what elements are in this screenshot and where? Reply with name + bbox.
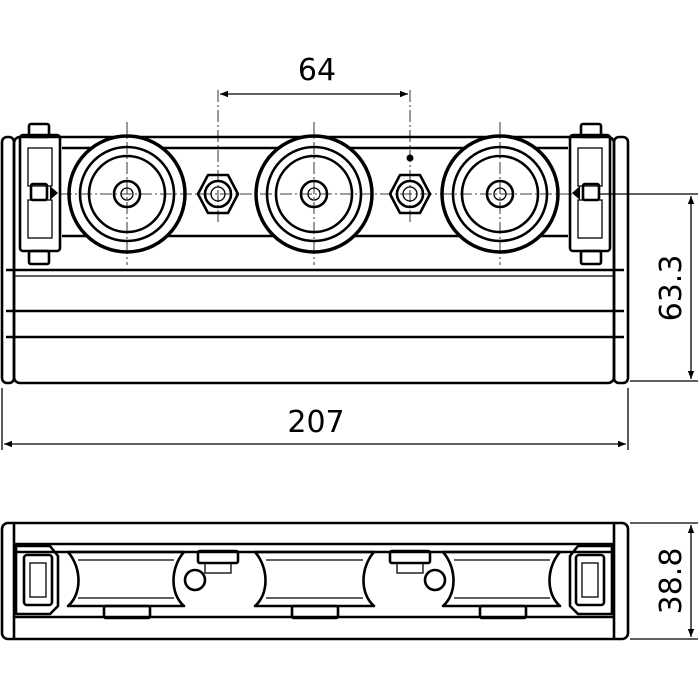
dimension-overall-length: 207 <box>1 388 629 450</box>
front-nut-left <box>183 549 240 592</box>
dimension-pitch: 64 <box>220 53 408 98</box>
hex-nut-right <box>388 154 432 215</box>
front-nut-right <box>388 549 447 592</box>
front-wheel-center <box>253 550 376 620</box>
front-left-end-block <box>14 544 60 616</box>
right-end-cap <box>612 135 630 385</box>
left-end-cap <box>0 135 16 385</box>
dimension-label-height: 63.3 <box>654 255 689 322</box>
dimension-height: 63.3 <box>600 193 698 382</box>
front-view <box>0 521 630 641</box>
front-body <box>0 521 630 641</box>
front-right-end-block <box>568 544 614 616</box>
dimension-label-overall-length: 207 <box>287 405 344 440</box>
top-view <box>0 90 630 385</box>
dimension-depth: 38.8 <box>630 522 698 640</box>
dimension-label-depth: 38.8 <box>654 548 689 615</box>
dimension-label-pitch: 64 <box>298 53 336 88</box>
front-wheel-left <box>66 550 186 620</box>
front-wheel-right <box>441 550 562 620</box>
right-bracket <box>568 122 612 266</box>
left-bracket <box>18 122 62 266</box>
